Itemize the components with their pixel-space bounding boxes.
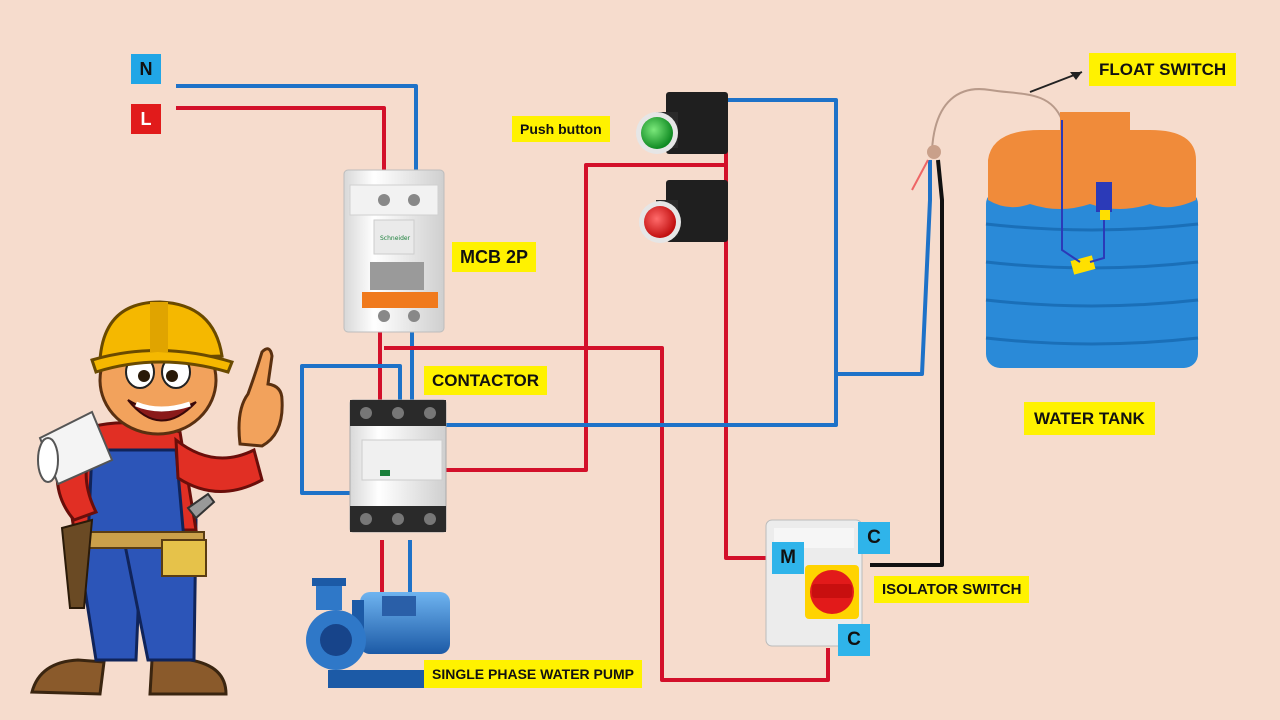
isolator-m-terminal: M — [772, 542, 804, 574]
push-button-red — [639, 180, 728, 243]
wire-live-pushbutton-out — [724, 225, 774, 560]
isolator-c-bottom-terminal: C — [838, 624, 870, 656]
svg-text:Schneider: Schneider — [380, 235, 411, 242]
mcb-label: MCB 2P — [452, 242, 537, 272]
float-cable — [931, 88, 1063, 190]
water-tank — [985, 112, 1199, 368]
wire-live-supply — [176, 106, 386, 200]
water-pump — [306, 578, 450, 688]
contactor — [349, 399, 447, 533]
push-button-label: Push button — [512, 116, 610, 142]
water-tank-label: WATER TANK — [1024, 402, 1155, 435]
wire-live-to-isolator-c — [384, 346, 830, 682]
float-junction — [911, 145, 941, 191]
live-terminal-label: L — [131, 104, 161, 134]
float-switch-label: FLOAT SWITCH — [1089, 53, 1237, 86]
mcb-2p: Schneider — [343, 169, 445, 333]
wire-neutral-float — [836, 160, 932, 376]
wire-neutral-pushbutton — [410, 98, 838, 427]
worker-mascot — [30, 300, 284, 696]
contactor-label: CONTACTOR — [424, 366, 548, 395]
neutral-terminal-label: N — [131, 54, 161, 84]
pump-label: SINGLE PHASE WATER PUMP — [424, 660, 642, 688]
wire-black-float — [870, 159, 944, 567]
push-button-green — [636, 92, 728, 154]
isolator-switch-label: ISOLATOR SWITCH — [874, 576, 1030, 603]
wire-neutral-supply — [176, 84, 418, 200]
isolator-c-top-terminal: C — [858, 522, 890, 554]
